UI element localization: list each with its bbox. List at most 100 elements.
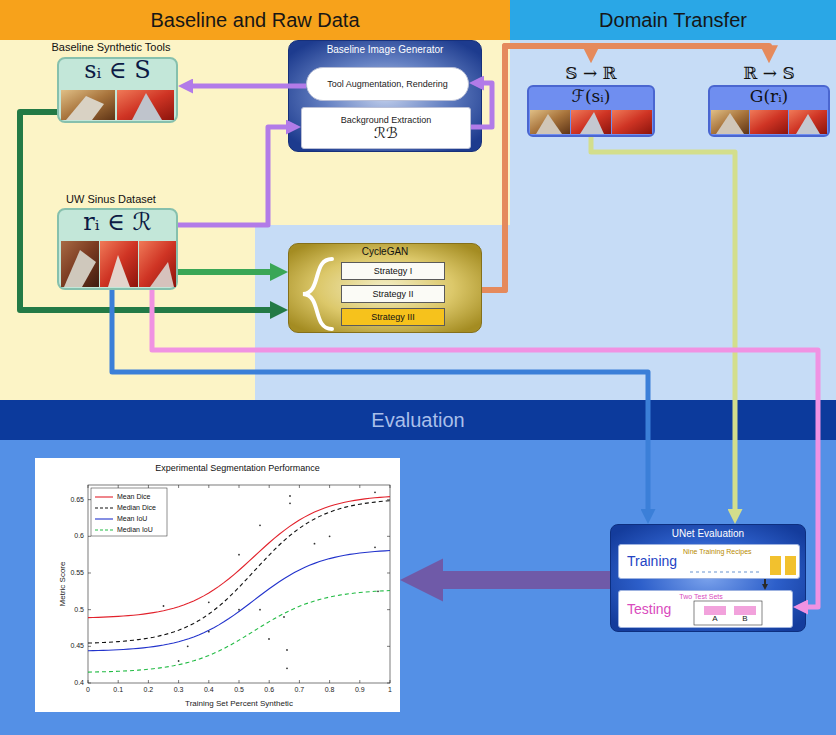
axis-tick-label: 0.5 — [74, 606, 84, 614]
region-fill — [255, 40, 836, 400]
label-text: 0.1 — [113, 686, 123, 694]
legend-line — [95, 518, 113, 519]
node-text: G(rᵢ) — [750, 87, 788, 106]
node-title: ℝ → 𝕊 — [743, 64, 794, 83]
label-text: 0.5 — [234, 686, 244, 694]
thumbnail — [100, 241, 138, 287]
thumbnail — [117, 90, 174, 120]
process-box: Background Extractionℛℬ — [301, 107, 471, 149]
node-title: UW Sinus Dataset — [66, 193, 156, 206]
tool-shape — [66, 96, 104, 120]
fit-curve — [88, 501, 390, 643]
node-title: Baseline Image Generator — [327, 44, 444, 56]
data-point — [283, 616, 285, 618]
connector-arrow — [178, 127, 288, 225]
legend-text: Median IoU — [117, 526, 153, 534]
generator-box: Baseline Image GeneratorTool Augmentatio… — [288, 40, 482, 152]
axis-tick-label: 0.9 — [355, 686, 365, 694]
node-text: Two Test Sets — [679, 593, 722, 601]
thumbnail — [750, 110, 788, 134]
data-point — [208, 601, 210, 603]
node-title: CycleGAN — [362, 246, 409, 258]
tool-shape — [716, 113, 744, 134]
label-text: 0.55 — [70, 569, 84, 577]
legend-entry: Mean IoU — [94, 513, 156, 524]
section-band: Baseline and Raw DataBaseline Synthetic … — [0, 0, 510, 400]
axis-tick — [88, 536, 390, 537]
node-title: Strategy I — [374, 266, 413, 277]
node-text: sᵢ ∈ S — [84, 57, 151, 83]
axis-tick-label: 0.7 — [295, 686, 305, 694]
axis-tick-label: 0.2 — [144, 686, 154, 694]
axis-tick-label: 0.6 — [264, 686, 274, 694]
test-set-frame — [694, 601, 762, 625]
tool-shape — [580, 112, 604, 134]
tool-shape — [150, 262, 174, 287]
connector-arrow — [112, 290, 648, 511]
data-point — [238, 609, 240, 611]
axis-tick-label: 0 — [86, 686, 90, 694]
strategy-box: Strategy II — [341, 285, 445, 303]
node-title: Baseline and Raw Data — [150, 8, 359, 32]
node-title: Evaluation — [371, 408, 464, 432]
label-text: 0.3 — [174, 686, 184, 694]
strategy-box: Strategy I — [341, 262, 445, 280]
test-set: B — [734, 606, 756, 625]
label-text: 0.65 — [70, 496, 84, 504]
chart-legend: Mean DiceMedian DiceMean IoUMedian IoU — [94, 491, 156, 535]
axis-tick — [329, 485, 330, 683]
tool-shape — [64, 250, 96, 287]
axis-tick-label: 0.65 — [70, 496, 84, 504]
tool-shape — [536, 114, 562, 134]
thumbnail — [789, 110, 827, 134]
label-text: Training Set Percent Synthetic — [185, 699, 293, 708]
section-band: Domain Transfer𝕊 → ℝℱ(sᵢ)ℝ → 𝕊G(rᵢ) — [510, 0, 836, 400]
axis-tick-label: 0.6 — [74, 532, 84, 540]
connector-arrow — [192, 84, 307, 89]
legend-frame — [91, 488, 167, 536]
axis-tick-label: 0.1 — [113, 686, 123, 694]
recipe-bar — [770, 556, 781, 575]
data-point — [259, 609, 261, 611]
node-text: Nine Training Recipes — [683, 548, 751, 556]
fit-curve — [88, 591, 390, 673]
label-text: 0.6 — [74, 532, 84, 540]
node-title: 𝕊 → ℝ — [565, 64, 616, 83]
axis-tick-label: 1 — [388, 686, 392, 694]
data-point — [329, 535, 331, 537]
node-text: ℱ(sᵢ) — [572, 87, 611, 106]
label-text: 0.4 — [204, 686, 214, 694]
node-title: Tool Augmentation, Rendering — [327, 79, 448, 90]
connector-arrow — [20, 112, 272, 310]
axis-tick — [269, 485, 270, 683]
thumbnail — [61, 90, 115, 120]
header-bar — [0, 0, 510, 40]
cyclegan-box: CycleGAN Strategy I Strategy II Strategy II… — [288, 243, 482, 333]
data-point — [163, 605, 165, 607]
legend-line — [95, 529, 113, 530]
node-title: UNet Evaluation — [672, 528, 744, 540]
axis-title: Training Set Percent Synthetic — [185, 699, 293, 708]
axis-tick — [88, 485, 89, 683]
axis-tick-label: 0.4 — [204, 686, 214, 694]
thumbnail — [612, 110, 652, 134]
region-fill — [0, 440, 836, 735]
data-point — [289, 502, 291, 504]
connector-arrow — [471, 83, 492, 127]
node-title: Strategy II — [372, 289, 413, 300]
label-text: Metric Score — [58, 562, 67, 607]
plot-frame — [88, 485, 390, 683]
label-text: 0.8 — [325, 686, 335, 694]
strategy-box: Strategy III — [341, 308, 445, 326]
data-point — [286, 667, 288, 669]
axis-tick — [390, 485, 391, 683]
label-text: 0 — [86, 686, 90, 694]
thumbnail — [139, 241, 176, 287]
data-point — [374, 491, 376, 493]
legend-entry: Median Dice — [94, 502, 156, 513]
node-title: Testing — [627, 601, 671, 618]
connector-arrow — [764, 579, 766, 585]
data-point — [259, 524, 261, 526]
axis-tick-label: 0.55 — [70, 569, 84, 577]
connector-arrow — [591, 137, 735, 511]
